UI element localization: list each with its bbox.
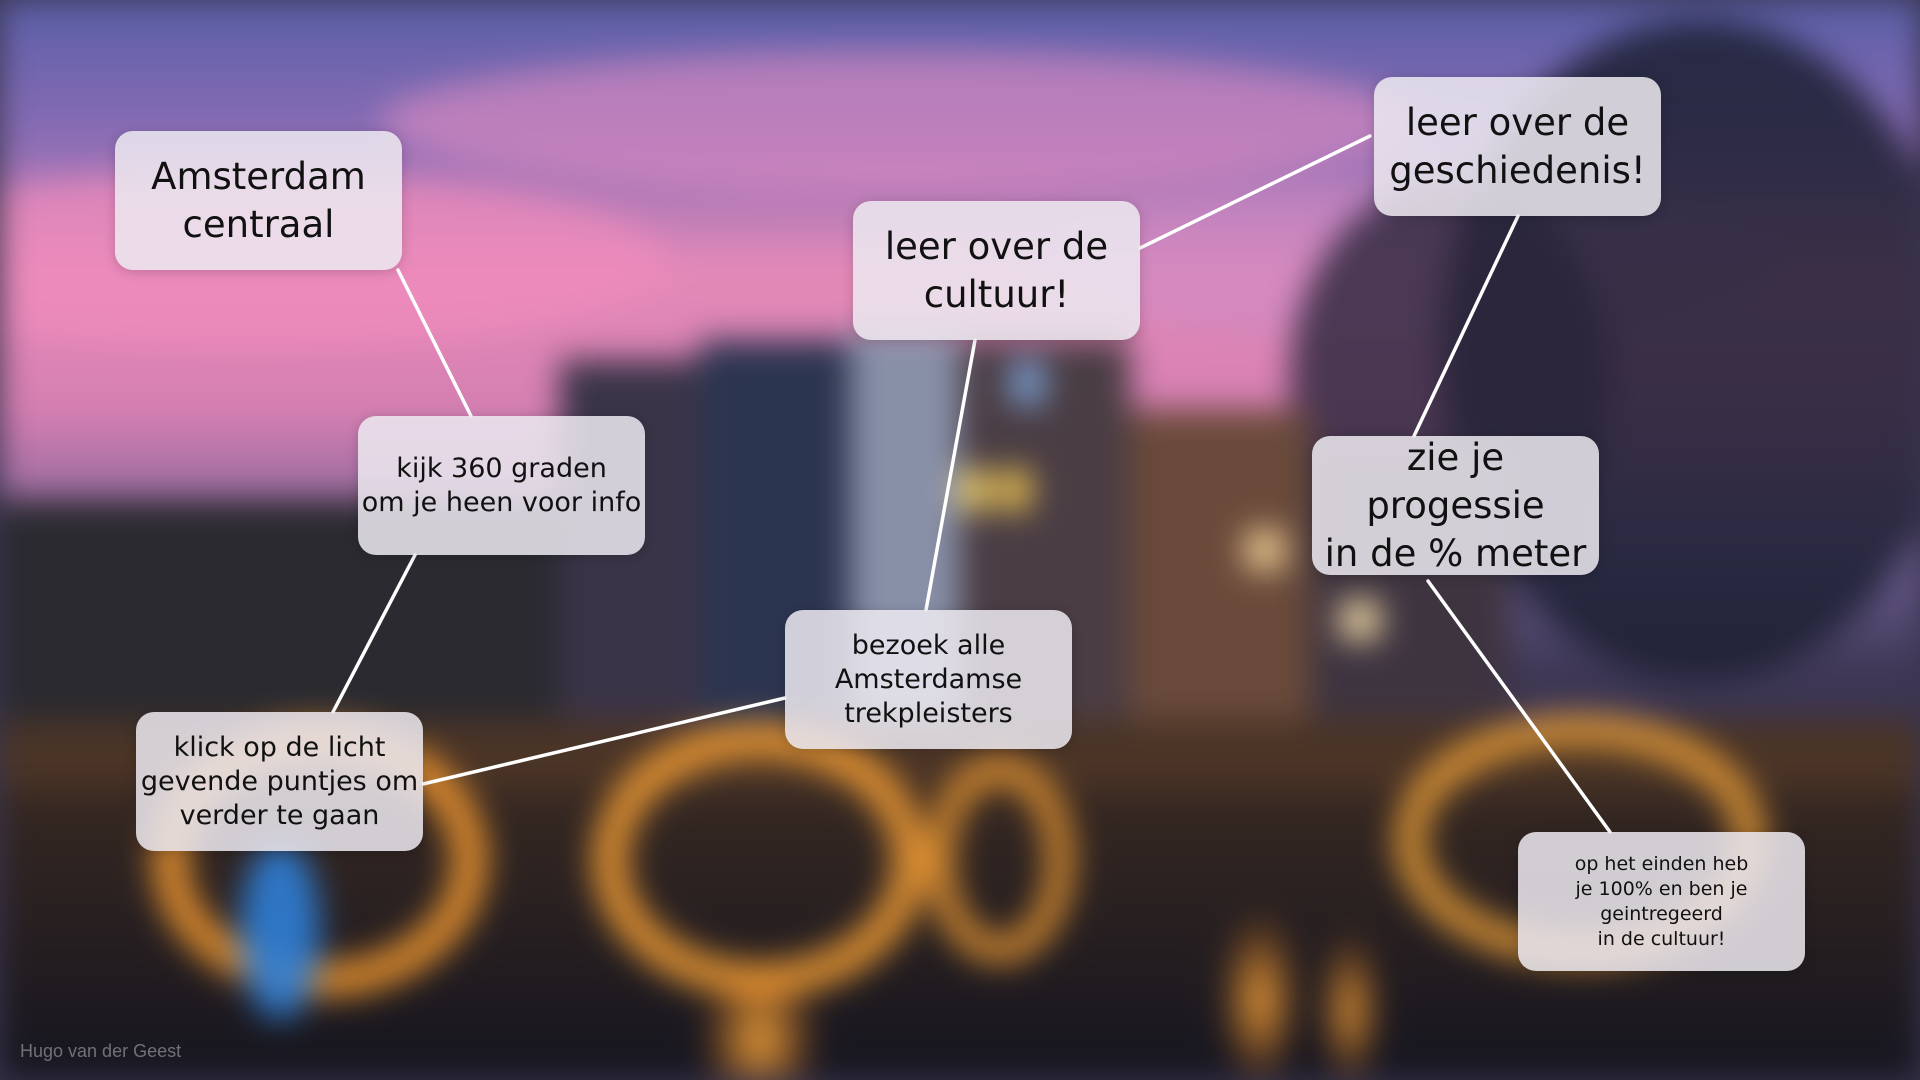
connector-klick-to-bezoek xyxy=(421,696,787,786)
node-label: Amsterdam centraal xyxy=(151,154,366,246)
node-kijk-360-graden: kijk 360 graden om je heen voor info xyxy=(358,416,645,555)
connector-geschiedenis-to-progessie xyxy=(1412,214,1520,438)
node-bezoek-trekpleisters: bezoek alle Amsterdamse trekpleisters xyxy=(785,610,1072,749)
node-label: zie je progessie in de % meter xyxy=(1324,435,1587,575)
connector-kijk-to-klick xyxy=(331,553,417,714)
node-label: kijk 360 graden om je heen voor info xyxy=(361,452,642,518)
node-einden-100-procent: op het einden heb je 100% en ben je gein… xyxy=(1518,832,1805,971)
node-label: klick op de licht gevende puntjes om ver… xyxy=(140,731,419,831)
connector-cultuur-to-geschiedenis xyxy=(1138,134,1372,250)
connector-progessie-to-einden xyxy=(1426,579,1612,834)
node-klick-puntjes: klick op de licht gevende puntjes om ver… xyxy=(136,712,423,851)
photo-credit: Hugo van der Geest xyxy=(20,1041,182,1061)
node-amsterdam-centraal: Amsterdam centraal xyxy=(115,131,402,270)
node-leer-cultuur: leer over de cultuur! xyxy=(853,201,1140,340)
node-label: bezoek alle Amsterdamse trekpleisters xyxy=(834,629,1023,729)
node-label: op het einden heb je 100% en ben je gein… xyxy=(1574,852,1749,950)
node-progessie-meter: zie je progessie in de % meter xyxy=(1312,436,1599,575)
connector-centraal-to-kijk xyxy=(396,268,473,418)
node-leer-geschiedenis: leer over de geschiedenis! xyxy=(1374,77,1661,216)
node-label: leer over de cultuur! xyxy=(884,224,1109,316)
connector-bezoek-to-cultuur xyxy=(924,338,977,612)
node-label: leer over de geschiedenis! xyxy=(1389,100,1646,192)
